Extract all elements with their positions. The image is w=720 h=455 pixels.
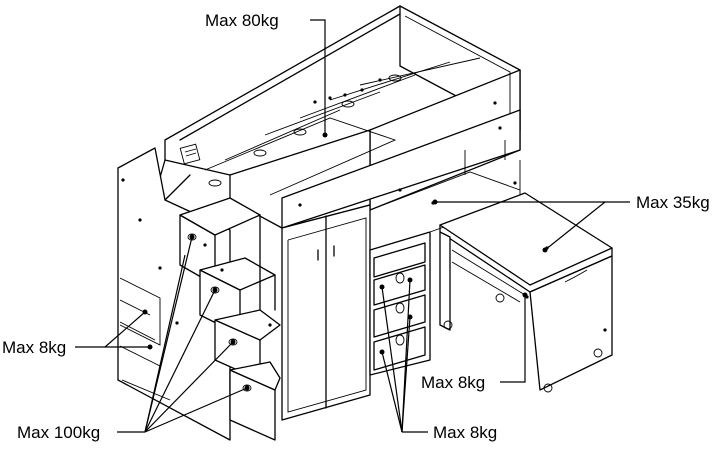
drawer-load-label: Max 8kg — [433, 423, 497, 442]
desk-shelf-load-label: Max 8kg — [421, 373, 485, 392]
screw-dots — [121, 78, 607, 332]
desk-shelf-load-leader — [500, 295, 526, 383]
shelf-load-label: Max 8kg — [2, 338, 66, 357]
pull-out-desk — [439, 192, 613, 393]
bed-frame — [154, 5, 521, 229]
stairs-load-label: Max 100kg — [17, 423, 100, 442]
bed-load-leader — [310, 19, 326, 135]
staircase — [179, 197, 281, 441]
wardrobe — [281, 204, 371, 421]
desk-load-label: Max 35kg — [636, 193, 710, 212]
leader-lines — [75, 19, 630, 433]
drawer-unit — [369, 231, 431, 376]
bed-load-label: Max 80kg — [205, 11, 279, 30]
